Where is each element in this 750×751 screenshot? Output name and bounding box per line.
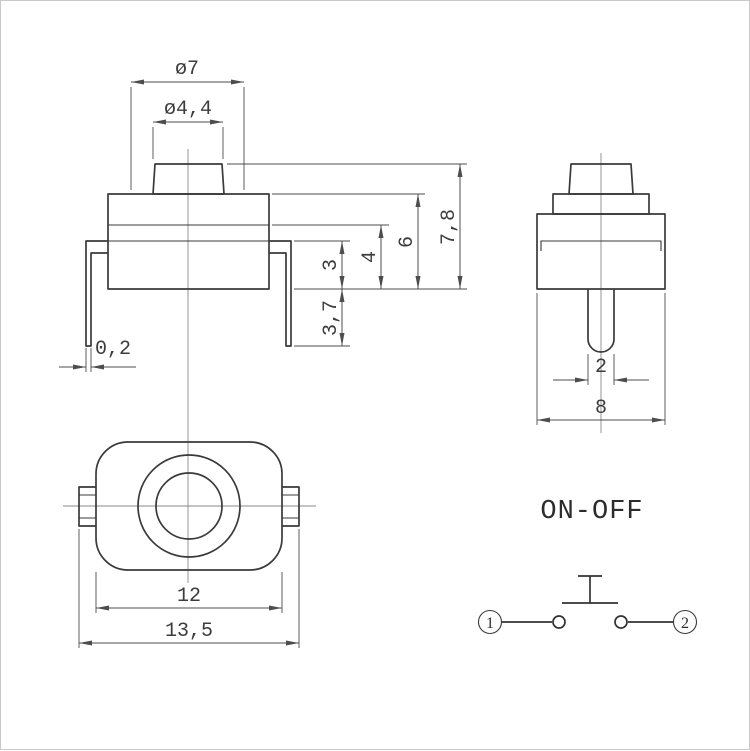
side-dimensions: 2 8 [536,293,666,425]
side-body [536,213,666,290]
dim-label-total-height: 7,8 [438,209,461,245]
contact-right [614,615,628,629]
dim-label-overall-length: 13,5 [165,620,213,643]
terminal-2-circle [672,609,698,635]
dim-label-step-to-base: 4 [359,251,382,263]
dim-label-lead-protrusion: 3,7 [320,300,343,336]
dim-label-body-height: 6 [396,236,419,248]
bottom-body-outline [95,441,283,571]
terminal-2-label: 2 [681,615,689,632]
bottom-dimensions: 12 13,5 [78,529,300,648]
schematic-title: ON-OFF [540,497,643,527]
terminal-1-circle [477,609,503,635]
bottom-view [63,441,316,571]
front-button-cap [152,163,225,195]
schematic: ON-OFF 1 2 [477,497,698,635]
front-right-lead [269,240,292,347]
front-left-lead [85,240,108,347]
dim-label-body-width: 8 [595,397,607,420]
side-lead-edge [540,240,662,251]
bottom-outer-circle [137,454,241,558]
contact-left [552,615,566,629]
dim-label-pin-width: 2 [595,356,607,379]
dim-label-lead-hook: 3 [320,259,343,271]
dim-label-cap-flange: ø7 [175,58,199,81]
dim-label-body-length: 12 [177,585,201,608]
front-view [85,149,292,583]
bottom-inner-circle [155,472,223,540]
dim-label-lead-thickness: 0,2 [95,338,131,361]
side-view [536,153,666,433]
terminal-1-label: 1 [486,615,494,632]
side-center-pin [587,289,615,353]
bottom-left-tab [78,486,96,527]
bottom-right-tab [282,486,300,527]
front-dimensions: ø7 ø4,4 3 3,7 4 6 7,8 0,2 [59,58,467,372]
dim-label-cap-top: ø4,4 [164,98,212,121]
